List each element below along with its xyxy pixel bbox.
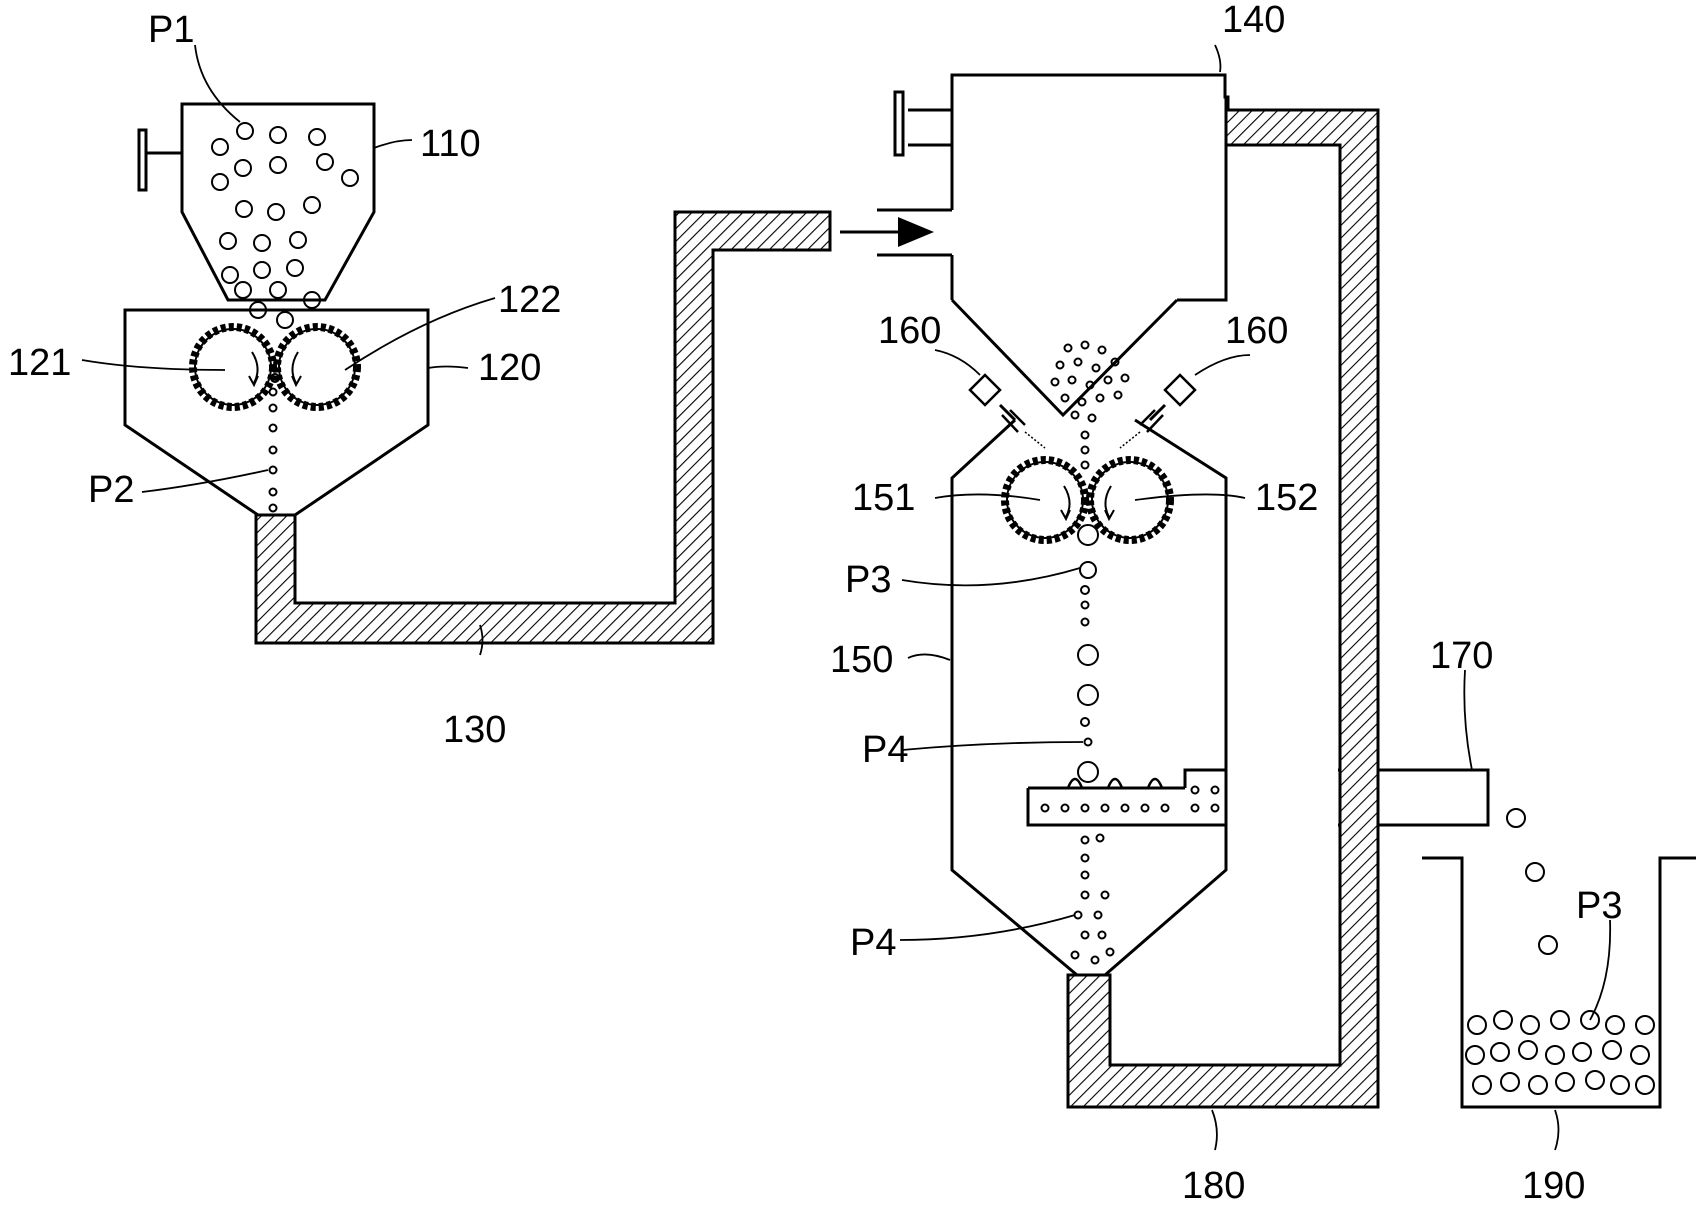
leader-lines — [81, 44, 1612, 1151]
particles-p3-p4-chamber — [1070, 524, 1115, 965]
label-170: 170 — [1430, 635, 1493, 677]
label-151: 151 — [852, 477, 915, 519]
particles-p1 — [211, 122, 359, 329]
collection-bin-190 — [1422, 856, 1696, 1109]
label-122: 122 — [498, 279, 561, 321]
separation-vessel-140 — [877, 73, 1230, 418]
label-p4-upper: P4 — [862, 729, 908, 771]
label-160-right: 160 — [1225, 310, 1288, 352]
label-130: 130 — [443, 709, 506, 751]
particles-bin-p3 — [1465, 1010, 1655, 1095]
roll-122 — [273, 323, 361, 411]
label-p4-lower: P4 — [850, 922, 896, 964]
roll-121 — [189, 323, 277, 411]
particles-p2 — [268, 373, 280, 513]
label-150: 150 — [830, 639, 893, 681]
label-p3-upper: P3 — [845, 559, 891, 601]
transfer-pipe-130 — [254, 210, 832, 645]
label-121: 121 — [8, 342, 71, 384]
particles-feed-cone — [1050, 340, 1130, 470]
particles-screw — [1040, 785, 1220, 813]
label-120: 120 — [478, 347, 541, 389]
label-110: 110 — [420, 123, 481, 165]
roll-152 — [1086, 456, 1174, 544]
crusher-chamber-120 — [123, 308, 430, 517]
label-152: 152 — [1255, 477, 1318, 519]
feed-hopper-110 — [137, 102, 376, 302]
label-p3-right: P3 — [1576, 885, 1622, 927]
nozzle-160-right — [1119, 373, 1197, 449]
label-180: 180 — [1182, 1165, 1245, 1207]
label-140: 140 — [1222, 0, 1285, 41]
label-p2: P2 — [88, 469, 134, 511]
particles-falling-p3 — [1506, 808, 1558, 955]
return-pipe-180 — [1066, 108, 1380, 1109]
label-190: 190 — [1522, 1165, 1585, 1207]
label-p1: P1 — [148, 9, 194, 51]
screw-conveyor-170 — [1026, 768, 1490, 827]
label-160-left: 160 — [878, 310, 941, 352]
nozzle-160-left — [968, 373, 1046, 449]
roll-151 — [1001, 456, 1089, 544]
